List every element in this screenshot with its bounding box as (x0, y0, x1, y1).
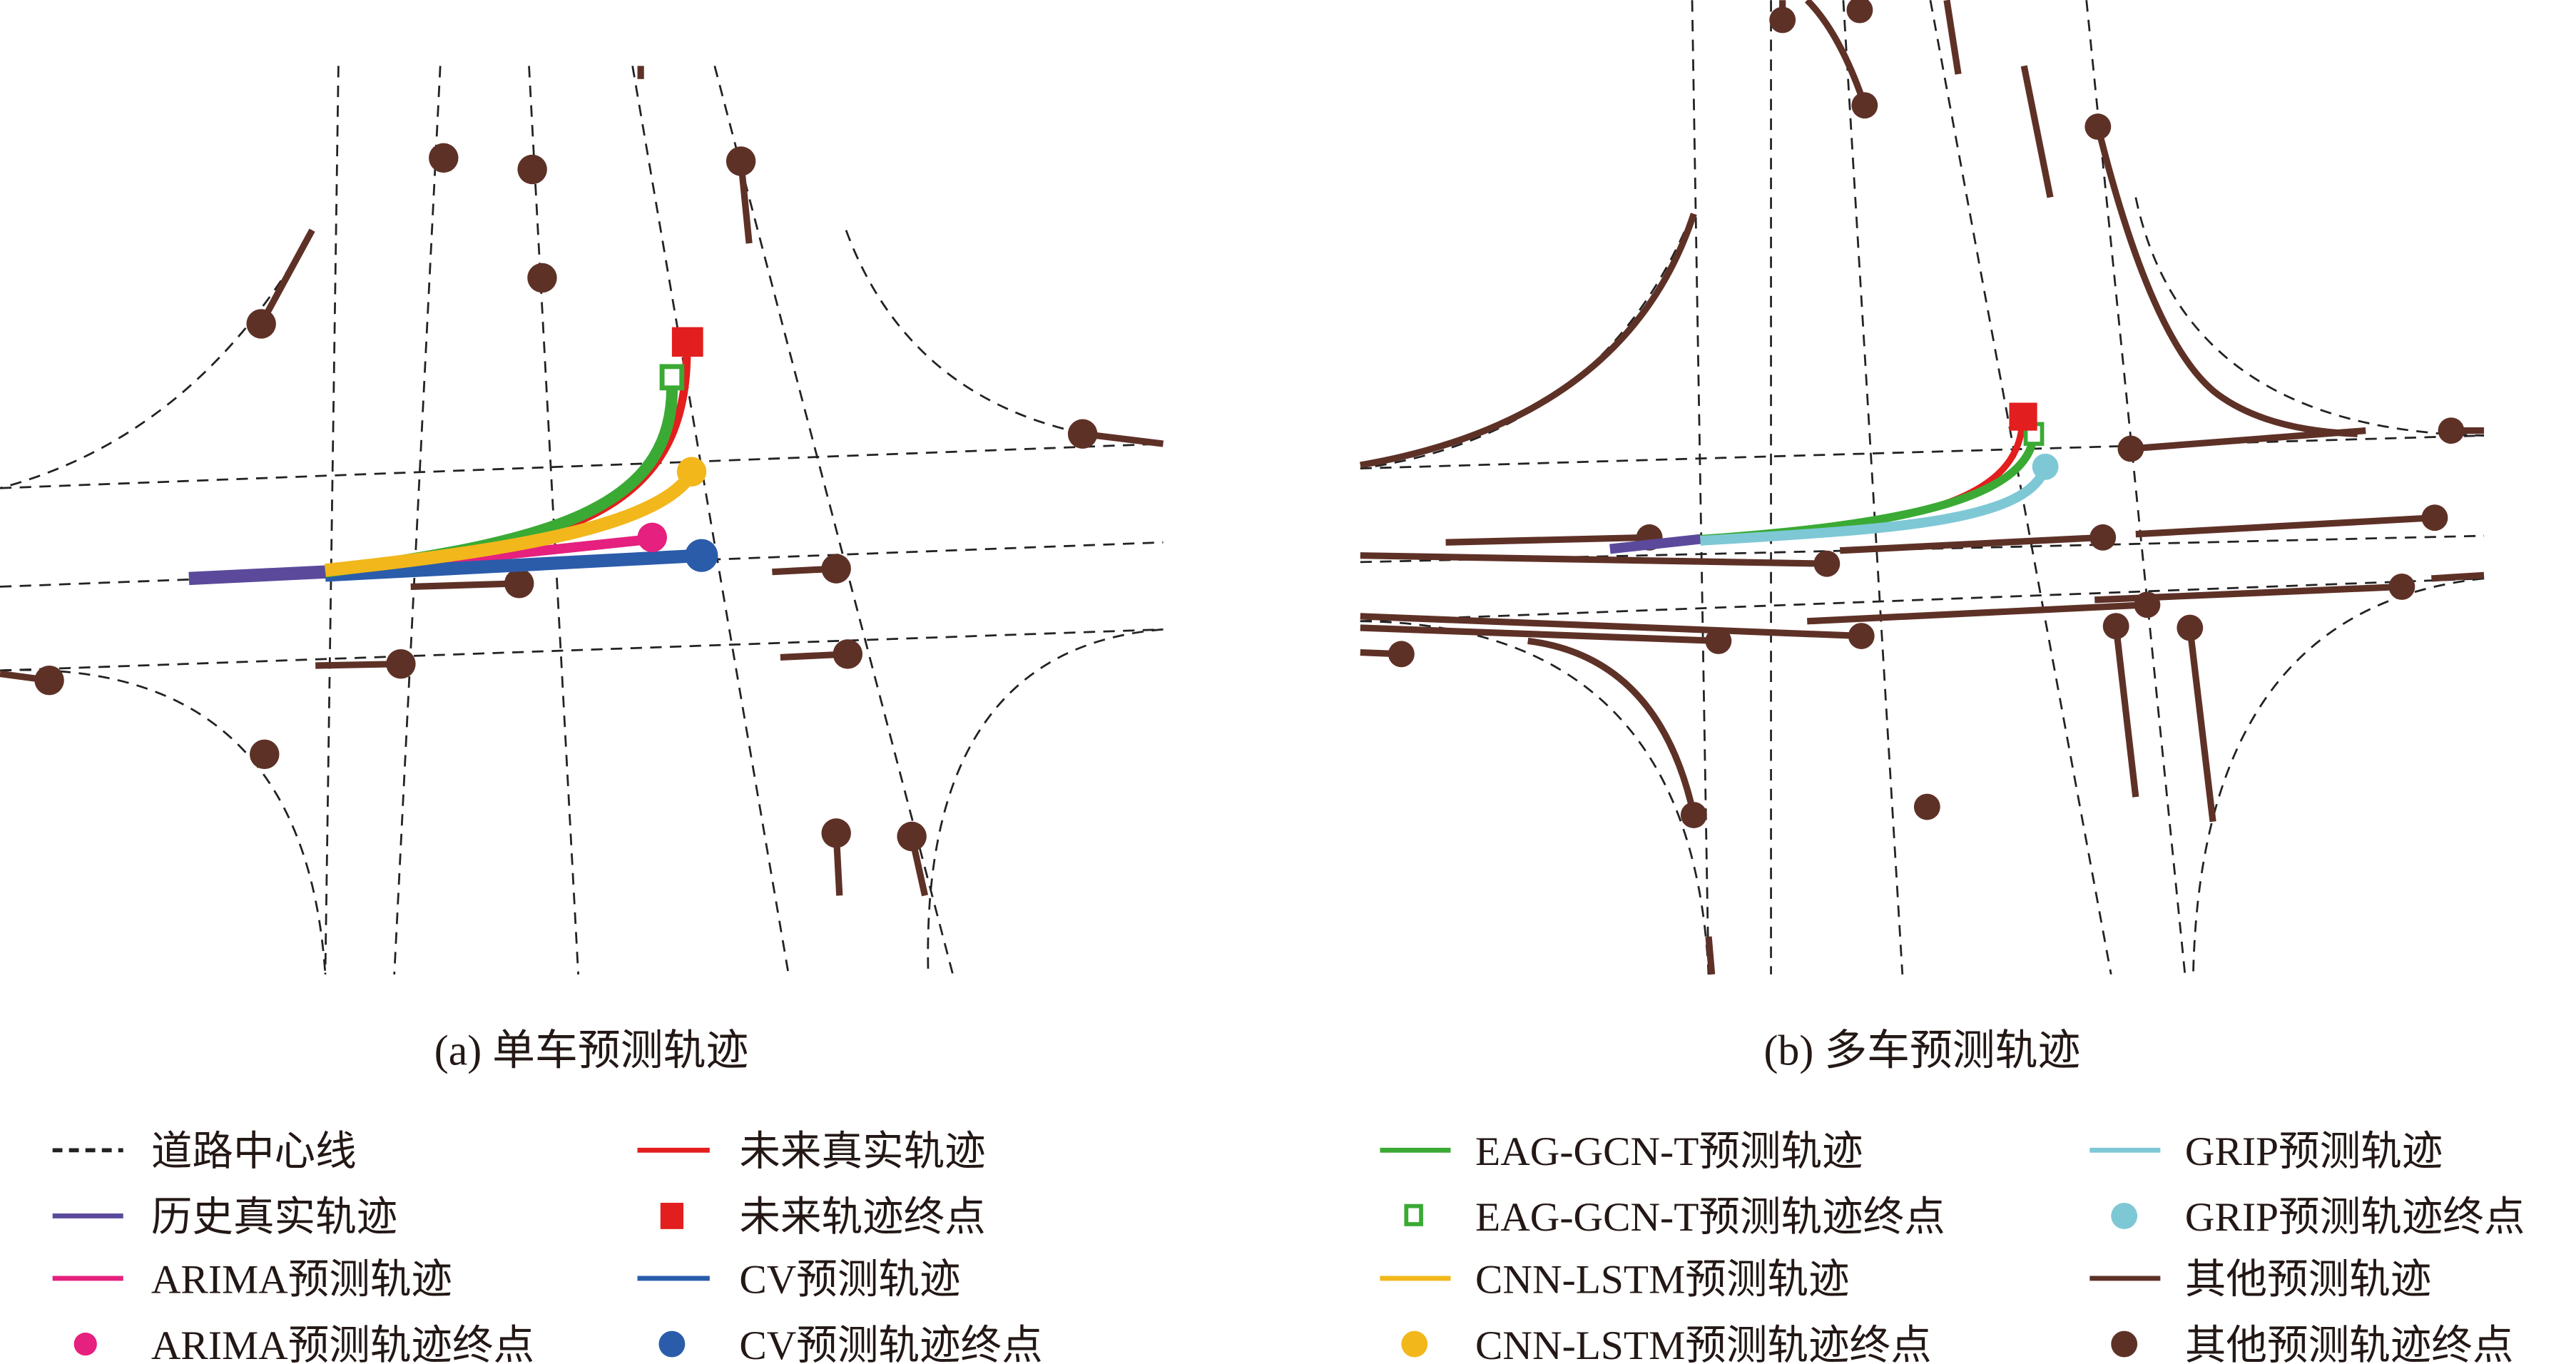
legend-item-cnn-lstm: CNN-LSTM预测轨迹 (1380, 1258, 1850, 1303)
other-trajectories-a (0, 66, 1164, 897)
panel-b: (b) 多车预测轨迹 (1360, 0, 2485, 1074)
dot-icon (1401, 1330, 1428, 1358)
history-trajectory-b (1609, 534, 1701, 554)
dot-icon (2111, 1203, 2138, 1229)
legend-label: CV预测轨迹 (739, 1258, 960, 1303)
legend-label: 其他预测轨迹 (2185, 1258, 2431, 1303)
caption-a: (a) 单车预测轨迹 (434, 1027, 749, 1074)
legend-item-cv: CV预测轨迹 (637, 1258, 961, 1303)
legend-item-grip: GRIP预测轨迹 (2089, 1129, 2443, 1174)
legend-label: EAG-GCN-T预测轨迹终点 (1475, 1195, 1945, 1240)
caption-b: (b) 多车预测轨迹 (1763, 1027, 2080, 1074)
future-endpoint-a (671, 327, 703, 357)
legend-item-cv-endpoint: CV预测轨迹终点 (658, 1323, 1043, 1364)
dot-icon (73, 1332, 97, 1356)
legend-item-cnn-lstm-endpoint: CNN-LSTM预测轨迹终点 (1401, 1323, 1932, 1364)
future-endpoint-b (2009, 402, 2037, 431)
legend-label: 历史真实轨迹 (151, 1195, 397, 1240)
hollow-square-icon (1404, 1203, 1423, 1226)
legend-item-future: 未来真实轨迹 (637, 1129, 986, 1174)
grip-trajectory-b (1700, 464, 2050, 546)
dot-icon (2111, 1330, 2138, 1358)
legend-label: 其他预测轨迹终点 (2185, 1323, 2514, 1364)
legend-item-future-endpoint: 未来轨迹终点 (660, 1195, 986, 1240)
legend-item-history: 历史真实轨迹 (52, 1195, 397, 1240)
legend-item-eag: EAG-GCN-T预测轨迹 (1380, 1129, 1863, 1174)
legend-item-arima-endpoint: ARIMA预测轨迹终点 (73, 1323, 534, 1364)
eag-endpoint-a (659, 364, 685, 391)
legend-label: CV预测轨迹终点 (739, 1323, 1042, 1364)
panel-a: (a) 单车预测轨迹 (0, 66, 1164, 1074)
square-icon (660, 1203, 684, 1229)
legend-item-road-centerline: 道路中心线 (52, 1129, 357, 1174)
other-trajectories-b (1360, 0, 2485, 975)
legend-label: 未来真实轨迹 (739, 1129, 985, 1174)
legend-label: CNN-LSTM预测轨迹 (1475, 1258, 1849, 1303)
road-centerlines-b (1360, 0, 2485, 975)
cnn-lstm-trajectory-a (324, 469, 698, 577)
cv-trajectory-a (325, 549, 702, 582)
legend-label: 未来轨迹终点 (739, 1195, 985, 1240)
legend-item-eag-endpoint: EAG-GCN-T预测轨迹终点 (1404, 1195, 1945, 1240)
grip-endpoint-b (2032, 453, 2059, 480)
legend-item-other: 其他预测轨迹 (2089, 1258, 2431, 1303)
legend-label: 道路中心线 (151, 1129, 357, 1174)
arima-endpoint-a (637, 522, 667, 553)
legend-label: ARIMA预测轨迹终点 (151, 1323, 534, 1364)
history-trajectory-a (188, 565, 326, 586)
legend-item-grip-endpoint: GRIP预测轨迹终点 (2111, 1195, 2525, 1240)
legend: 道路中心线 历史真实轨迹 ARIMA预测轨迹 ARIMA预测轨迹终点 未来真实轨… (52, 1129, 2525, 1364)
legend-label: EAG-GCN-T预测轨迹 (1475, 1129, 1863, 1174)
other-endpoints-b (1388, 0, 2465, 828)
legend-label: GRIP预测轨迹 (2185, 1129, 2443, 1174)
legend-label: GRIP预测轨迹终点 (2185, 1195, 2525, 1240)
legend-item-other-endpoint: 其他预测轨迹终点 (2111, 1323, 2513, 1364)
legend-label: ARIMA预测轨迹 (151, 1258, 452, 1303)
legend-item-arima: ARIMA预测轨迹 (52, 1258, 452, 1303)
legend-label: CNN-LSTM预测轨迹终点 (1475, 1323, 1932, 1364)
cv-endpoint-a (685, 539, 718, 572)
other-endpoints-a (34, 143, 1098, 852)
dot-icon (658, 1330, 686, 1358)
cnn-lstm-endpoint-a (676, 457, 707, 487)
